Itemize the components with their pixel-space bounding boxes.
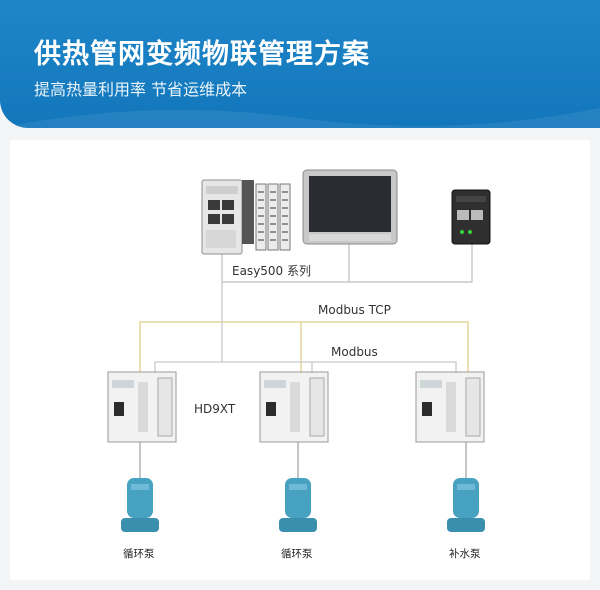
pump-1 xyxy=(121,478,159,532)
drive-label: HD9XT xyxy=(194,402,236,416)
pump-3-label: 补水泵 xyxy=(449,548,481,560)
modbus-label: Modbus xyxy=(331,345,378,359)
controller-device xyxy=(201,179,254,255)
drive-2 xyxy=(259,371,329,443)
pump-2-label: 循环泵 xyxy=(281,548,313,560)
hmi-screen xyxy=(302,169,398,245)
drive-1 xyxy=(107,371,177,443)
tcp-wires xyxy=(221,244,473,283)
io-modules xyxy=(255,183,291,251)
modbus-tcp-label: Modbus TCP xyxy=(318,303,391,317)
gateway-device xyxy=(451,189,491,245)
pump-1-label: 循环泵 xyxy=(123,548,155,560)
page-title: 供热管网变频物联管理方案 xyxy=(34,39,370,70)
modbus-tcp-line xyxy=(139,321,469,372)
page-subtitle: 提高热量利用率 节省运维成本 xyxy=(34,80,248,99)
drive-3 xyxy=(415,371,485,443)
pump-3 xyxy=(447,478,485,532)
pump-2 xyxy=(279,478,317,532)
modbus-line xyxy=(154,282,457,372)
pump-cables xyxy=(139,442,467,478)
header-banner: 供热管网变频物联管理方案 提高热量利用率 节省运维成本 xyxy=(0,0,600,128)
header-wave xyxy=(0,108,600,128)
controller-label: Easy500 系列 xyxy=(232,264,312,278)
